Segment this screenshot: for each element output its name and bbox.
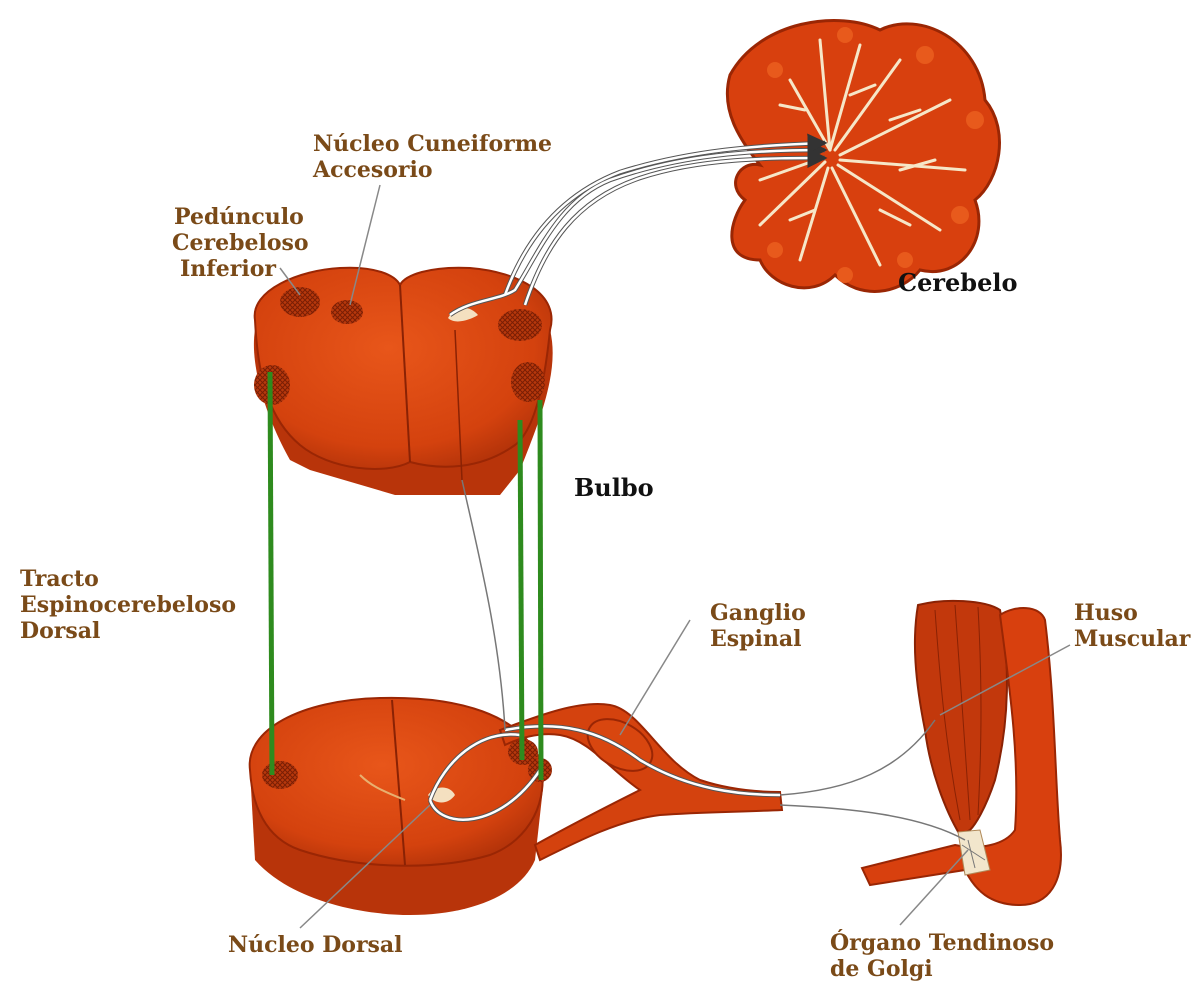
label-dorsal-spinocerebellar-tract: Tracto Espinocerebeloso Dorsal [20, 566, 236, 644]
muscle-drawing [862, 601, 1061, 905]
medulla-section [254, 268, 553, 495]
label-muscle-spindle: Huso Muscular [1074, 600, 1190, 652]
label-medulla: Bulbo [574, 473, 654, 502]
label-spinal-ganglion: Ganglio Espinal [710, 600, 806, 652]
label-golgi-tendon-organ: Órgano Tendinoso de Golgi [830, 930, 1054, 982]
cerebellum-drawing [727, 20, 999, 291]
label-dorsal-nucleus: Núcleo Dorsal [228, 932, 403, 958]
label-cerebellum: Cerebelo [898, 268, 1017, 297]
label-inferior-cerebellar-peduncle: Pedúnculo Cerebeloso Inferior [172, 204, 309, 282]
label-cuneiform-nucleus: Núcleo Cuneiforme Accesorio [313, 131, 552, 183]
